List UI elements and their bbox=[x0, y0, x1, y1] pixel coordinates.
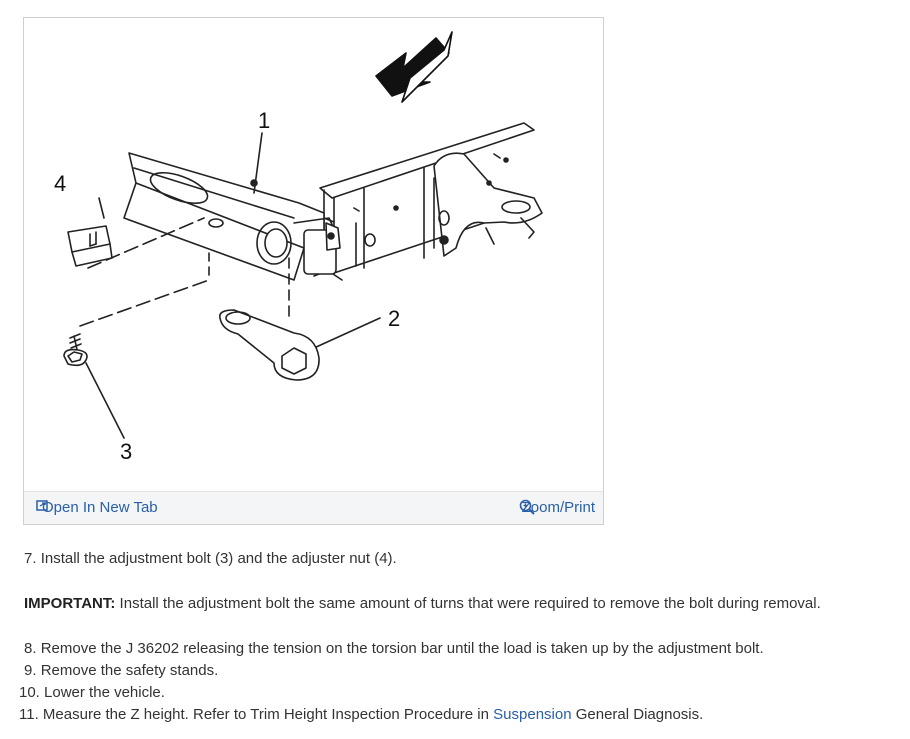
important-note: IMPORTANT: Install the adjustment bolt t… bbox=[24, 593, 904, 615]
step-11: 11. Measure the Z height. Refer to Trim … bbox=[19, 704, 904, 726]
torsion-bar-crossmember bbox=[123, 152, 341, 281]
callout-leader-2 bbox=[313, 317, 381, 349]
zoom-print-label: Zoom/Print bbox=[521, 499, 595, 516]
callout-leader-4 bbox=[98, 197, 105, 219]
frame-rail bbox=[319, 122, 543, 281]
open-in-new-tab-label: Open In New Tab bbox=[42, 499, 158, 516]
callout-2: 2 bbox=[388, 306, 400, 331]
figure-toolbar: Open In New Tab Zoom/Print bbox=[24, 491, 603, 524]
step-text-before: Measure the Z height. Refer to Trim Heig… bbox=[42, 706, 494, 723]
step-9: 9. Remove the safety stands. bbox=[24, 660, 904, 682]
diagram-figure: 1 2 3 4 Open In New Tab bbox=[23, 17, 604, 525]
important-label: IMPORTANT: bbox=[24, 595, 116, 612]
step-number: 9. bbox=[24, 662, 37, 679]
direction-arrow-icon bbox=[375, 31, 453, 103]
open-in-new-tab-link[interactable]: Open In New Tab bbox=[36, 499, 158, 516]
step-number: 11. bbox=[19, 706, 39, 723]
callout-3: 3 bbox=[120, 439, 132, 464]
step-10: 10. Lower the vehicle. bbox=[19, 682, 904, 704]
step-text: Remove the safety stands. bbox=[40, 662, 219, 679]
zoom-print-link[interactable]: Zoom/Print bbox=[519, 499, 595, 516]
suspension-link[interactable]: Suspension bbox=[493, 706, 572, 723]
step-7: 7. Install the adjustment bolt (3) and t… bbox=[24, 548, 904, 570]
callout-leader-3 bbox=[85, 362, 125, 439]
step-number: 10. bbox=[19, 684, 40, 701]
callout-leader-1 bbox=[253, 132, 263, 194]
step-number: 8. bbox=[24, 640, 37, 657]
callout-4: 4 bbox=[54, 171, 66, 196]
procedure-steps: 7. Install the adjustment bolt (3) and t… bbox=[19, 548, 904, 726]
step-8: 8. Remove the J 36202 releasing the tens… bbox=[24, 638, 904, 660]
adjuster-arm bbox=[218, 309, 320, 381]
important-text: Install the adjustment bolt the same amo… bbox=[115, 595, 821, 612]
adjuster-nut bbox=[67, 225, 113, 267]
torsion-bar-diagram: 1 2 3 4 bbox=[54, 31, 543, 464]
step-text: Install the adjustment bolt (3) and the … bbox=[40, 550, 397, 567]
step-text: Lower the vehicle. bbox=[44, 684, 165, 701]
adjustment-bolt bbox=[63, 333, 88, 367]
step-text: Remove the J 36202 releasing the tension… bbox=[40, 640, 764, 657]
step-text-after: General Diagnosis. bbox=[571, 706, 704, 723]
step-number: 7. bbox=[24, 550, 37, 567]
callout-1: 1 bbox=[258, 108, 270, 133]
